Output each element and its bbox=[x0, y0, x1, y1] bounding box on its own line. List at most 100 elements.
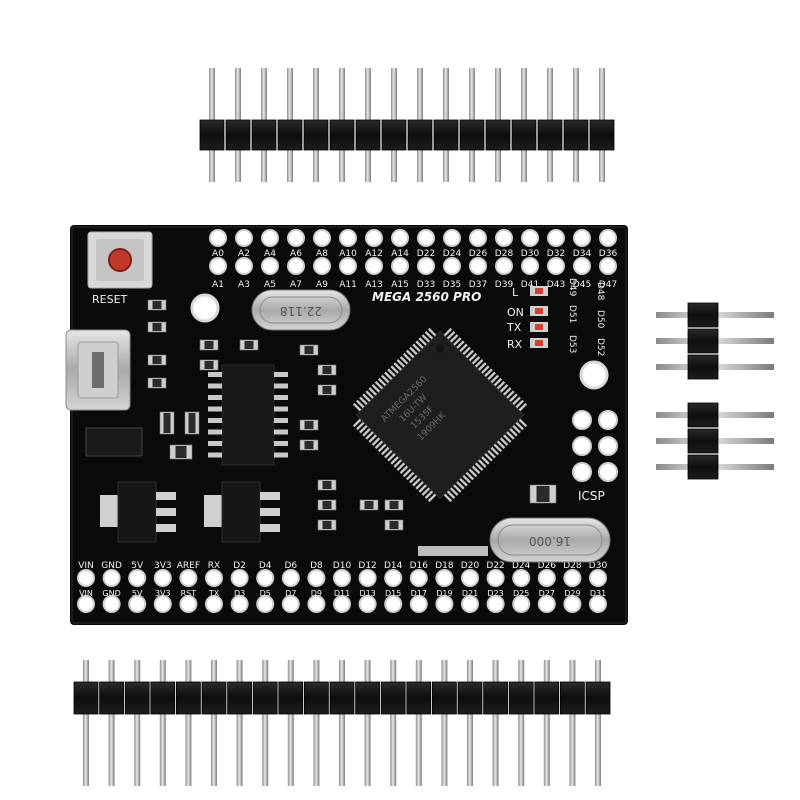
pad bbox=[235, 229, 253, 247]
pin bbox=[108, 660, 115, 786]
pin-housing bbox=[585, 681, 611, 715]
pad bbox=[102, 595, 121, 613]
pad-label: D2 bbox=[233, 561, 246, 571]
pad-label: D22 bbox=[486, 561, 504, 571]
board-title: MEGA 2560 PRO bbox=[372, 290, 481, 304]
pin bbox=[518, 660, 525, 786]
pad bbox=[128, 595, 147, 613]
pin-housing bbox=[278, 681, 304, 715]
pad bbox=[339, 257, 357, 275]
pad-label: D28 bbox=[563, 561, 582, 571]
pad bbox=[256, 569, 275, 587]
pad-label: D3 bbox=[234, 589, 245, 598]
icsp-pads bbox=[572, 410, 618, 482]
pad bbox=[409, 595, 428, 613]
pad-label: D4 bbox=[259, 561, 272, 571]
voltage-regulator-2 bbox=[204, 481, 280, 543]
svg-text:D49: D49 bbox=[567, 278, 577, 297]
pad-label: 5V bbox=[132, 589, 143, 598]
pad bbox=[153, 569, 172, 587]
smd-body bbox=[175, 446, 187, 458]
mounting-holes bbox=[190, 293, 609, 390]
smd-body bbox=[152, 323, 162, 331]
pad-label: D26 bbox=[469, 249, 488, 259]
pad bbox=[598, 436, 618, 456]
pad-label: D27 bbox=[539, 589, 555, 598]
smd-body bbox=[389, 521, 399, 529]
smd-body bbox=[322, 366, 332, 374]
pin-housing bbox=[99, 681, 124, 715]
pad-label: D24 bbox=[512, 561, 531, 571]
pin-housing bbox=[252, 681, 278, 715]
pad-label: A7 bbox=[290, 280, 302, 290]
pad bbox=[179, 595, 198, 613]
pad bbox=[77, 569, 95, 587]
pad bbox=[128, 569, 147, 587]
pad bbox=[339, 229, 357, 247]
pad-label: D5 bbox=[260, 589, 271, 598]
silk-bar bbox=[418, 546, 488, 556]
pad bbox=[443, 257, 461, 275]
pad bbox=[573, 229, 591, 247]
pin-housing bbox=[199, 119, 225, 151]
pad-label: D9 bbox=[311, 589, 322, 598]
pad bbox=[573, 257, 591, 275]
pin bbox=[134, 660, 141, 786]
pad-label: D41 bbox=[521, 280, 539, 290]
pad-label: A0 bbox=[212, 249, 224, 259]
pad-label: RX bbox=[208, 561, 220, 571]
pin-housing bbox=[73, 681, 99, 715]
smd-body bbox=[152, 379, 162, 387]
pad bbox=[230, 595, 249, 613]
pin-housing bbox=[560, 681, 585, 715]
pad bbox=[102, 569, 121, 587]
pad-label: A4 bbox=[264, 249, 276, 259]
pad-label: D32 bbox=[547, 249, 565, 259]
pad bbox=[313, 257, 331, 275]
pin-housing bbox=[687, 428, 719, 454]
pad bbox=[486, 569, 505, 587]
pin-housing bbox=[225, 119, 251, 151]
pad-label: 5V bbox=[131, 561, 144, 571]
pin-housing bbox=[407, 119, 433, 151]
pad bbox=[461, 569, 479, 587]
smd-body bbox=[389, 501, 399, 509]
pad bbox=[599, 257, 617, 275]
pad-label: D24 bbox=[443, 249, 462, 259]
pin bbox=[339, 660, 345, 786]
pad bbox=[307, 595, 326, 613]
pin-housing bbox=[329, 681, 355, 715]
pin bbox=[569, 660, 576, 786]
pad-label: D16 bbox=[410, 561, 429, 571]
smd-components bbox=[85, 299, 557, 531]
pin-housing bbox=[457, 681, 483, 715]
pad-label: A13 bbox=[365, 280, 383, 290]
pad-label: VIN bbox=[79, 589, 93, 598]
pad bbox=[417, 257, 435, 275]
pad bbox=[563, 595, 582, 613]
pin bbox=[159, 660, 166, 786]
pin-housing bbox=[485, 119, 511, 151]
smd-body bbox=[322, 501, 332, 509]
pad-label: D43 bbox=[547, 280, 565, 290]
pad-label: D22 bbox=[417, 249, 435, 259]
pin-housing bbox=[563, 119, 589, 151]
pad-label: A11 bbox=[339, 280, 357, 290]
pin-housing bbox=[329, 119, 355, 151]
pad-label: D35 bbox=[443, 280, 461, 290]
pin-housing bbox=[687, 402, 719, 428]
smd-body bbox=[244, 341, 254, 349]
pad-label: D30 bbox=[521, 249, 540, 259]
voltage-regulator-1 bbox=[100, 481, 176, 543]
pad-label: A6 bbox=[290, 249, 302, 259]
pin-housing bbox=[355, 119, 381, 151]
chip-icon bbox=[352, 327, 528, 503]
pad-label: D19 bbox=[436, 589, 452, 598]
pin-housing bbox=[459, 119, 485, 151]
pad bbox=[365, 257, 383, 275]
pin bbox=[492, 660, 499, 786]
pin-housing bbox=[687, 354, 719, 380]
pad-label: D30 bbox=[589, 561, 608, 571]
